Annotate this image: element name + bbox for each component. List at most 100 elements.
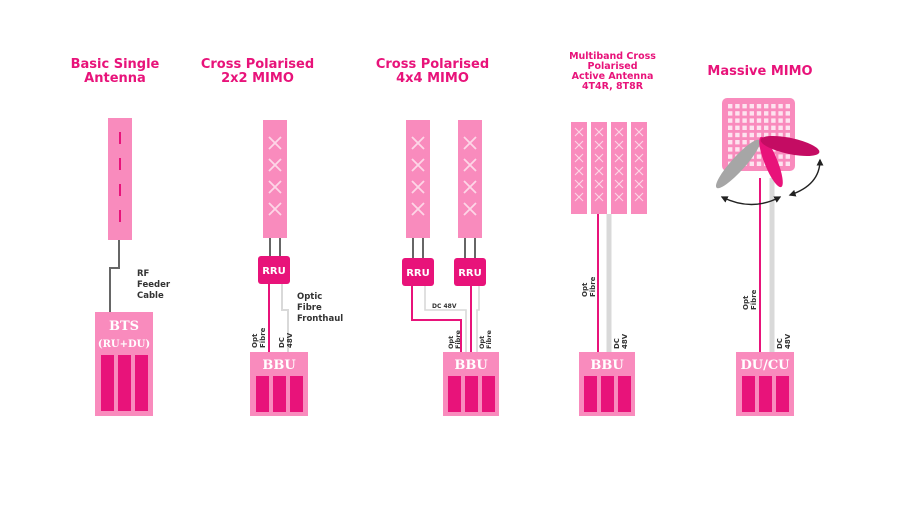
antenna-element	[785, 104, 790, 109]
dc-48v-label: DC 48V	[278, 332, 294, 348]
antenna-element	[771, 118, 776, 123]
antenna-element	[742, 111, 747, 116]
antenna-element	[749, 132, 754, 138]
rru-label: RRU	[458, 268, 482, 279]
dc-48v-cable	[281, 284, 289, 352]
antenna-element	[764, 132, 769, 138]
bbu-slot	[290, 376, 303, 412]
antenna-element	[778, 154, 783, 159]
bbu-slot	[584, 376, 597, 412]
antenna-element	[785, 111, 790, 116]
title-line: 4T4R, 8T8R	[581, 80, 644, 92]
antenna-element	[756, 147, 762, 152]
bbu-slot	[273, 376, 286, 412]
antenna-element	[742, 140, 747, 145]
beam-steer-arrow	[788, 158, 824, 197]
bbu-slot	[256, 376, 269, 412]
antenna-element	[771, 104, 776, 109]
beam-lobe-grey	[715, 139, 761, 189]
antenna-element	[771, 111, 776, 116]
antenna-element	[778, 132, 783, 138]
antenna-element	[764, 125, 769, 130]
antenna-element	[735, 147, 740, 152]
antenna-column	[611, 122, 627, 214]
antenna-element	[749, 111, 754, 116]
antenna-element	[742, 132, 747, 138]
rru-box	[258, 256, 290, 284]
antenna-element	[756, 118, 762, 123]
antenna-element	[735, 132, 740, 138]
bbu-label: BBU	[454, 358, 488, 373]
antenna-element	[742, 118, 747, 123]
antenna-element	[728, 154, 733, 159]
title-line: Multiband Cross	[569, 51, 656, 62]
cross-pol-antenna-panel	[263, 120, 287, 238]
antenna-element	[756, 132, 762, 138]
bbu-slot	[601, 376, 614, 412]
dc-48v-label: DC 48V	[613, 333, 629, 349]
antenna-element	[778, 118, 783, 123]
antenna-element	[749, 118, 754, 123]
title-line: Massive MIMO	[707, 64, 813, 79]
antenna-column	[571, 122, 587, 214]
rru-label: RRU	[262, 266, 286, 277]
title-line: Antenna	[84, 70, 146, 86]
beam-steer-arrow	[720, 196, 782, 206]
title-line: Cross Polarised	[200, 57, 315, 72]
antenna-element	[771, 125, 776, 130]
bbu-slot	[482, 376, 495, 412]
massive-mimo-group: Opt Fibre DC 48V DU/CU	[715, 98, 824, 416]
antenna-element	[749, 125, 754, 130]
antenna-element	[728, 140, 733, 145]
opt-fibre-label: Opt Fibre	[251, 327, 267, 348]
title-line: 4x4 MIMO	[396, 70, 469, 86]
dc-48v-inline-label: DC 48V	[432, 303, 457, 310]
antenna-element	[728, 125, 733, 130]
antenna-element	[728, 132, 733, 138]
bbu-label: BBU	[262, 358, 296, 373]
title-basic-single-antenna: Basic Single Antenna	[55, 58, 175, 85]
active-antenna-array	[571, 122, 647, 214]
dc-48v-label: DC 48V	[776, 333, 792, 349]
antenna-element	[735, 104, 740, 109]
antenna-element	[756, 104, 762, 109]
opt-fibre-label: Opt Fibre	[447, 329, 462, 349]
rf-feeder-label: RF Feeder Cable	[137, 269, 173, 301]
antenna-element	[756, 154, 762, 159]
antenna-element	[742, 104, 747, 109]
du-cu-slot	[776, 376, 789, 412]
title-massive-mimo: Massive MIMO	[690, 65, 830, 79]
antenna-element	[742, 125, 747, 130]
beam-lobe-magenta	[760, 135, 820, 157]
antenna-element	[735, 140, 740, 145]
antenna-element	[749, 104, 754, 109]
cross-pol-antenna-panel	[458, 120, 482, 238]
bbu-slot	[618, 376, 631, 412]
du-cu-slot	[742, 376, 755, 412]
opt-fibre-label: Opt Fibre	[581, 276, 597, 297]
antenna-element	[756, 125, 762, 130]
du-cu-slot	[759, 376, 772, 412]
cross-pol-antenna-panel	[406, 120, 430, 238]
du-cu-label: DU/CU	[740, 358, 790, 373]
antenna-element	[764, 111, 769, 116]
opt-fibre-label: Opt Fibre	[742, 289, 758, 310]
bts-label: BTS	[109, 319, 139, 334]
cross-elements	[411, 136, 477, 216]
bbu-slot	[465, 376, 478, 412]
antenna-element	[778, 161, 783, 166]
bbu-slot	[448, 376, 461, 412]
dc-48v-cable	[476, 286, 480, 352]
antenna-element	[728, 111, 733, 116]
antenna-element	[749, 161, 754, 166]
antenna-element	[778, 125, 783, 130]
bts-slot	[118, 355, 131, 411]
cp2x2-group: RRU Optic Fibre Fronthaul Opt Fibre DC 4…	[250, 120, 343, 416]
cross-elements	[268, 136, 282, 216]
rru-box	[454, 258, 486, 286]
antenna-element	[785, 161, 790, 166]
dc-48v-cable	[424, 286, 467, 352]
opt-fibre-cable	[411, 286, 462, 352]
antenna-element	[728, 118, 733, 123]
